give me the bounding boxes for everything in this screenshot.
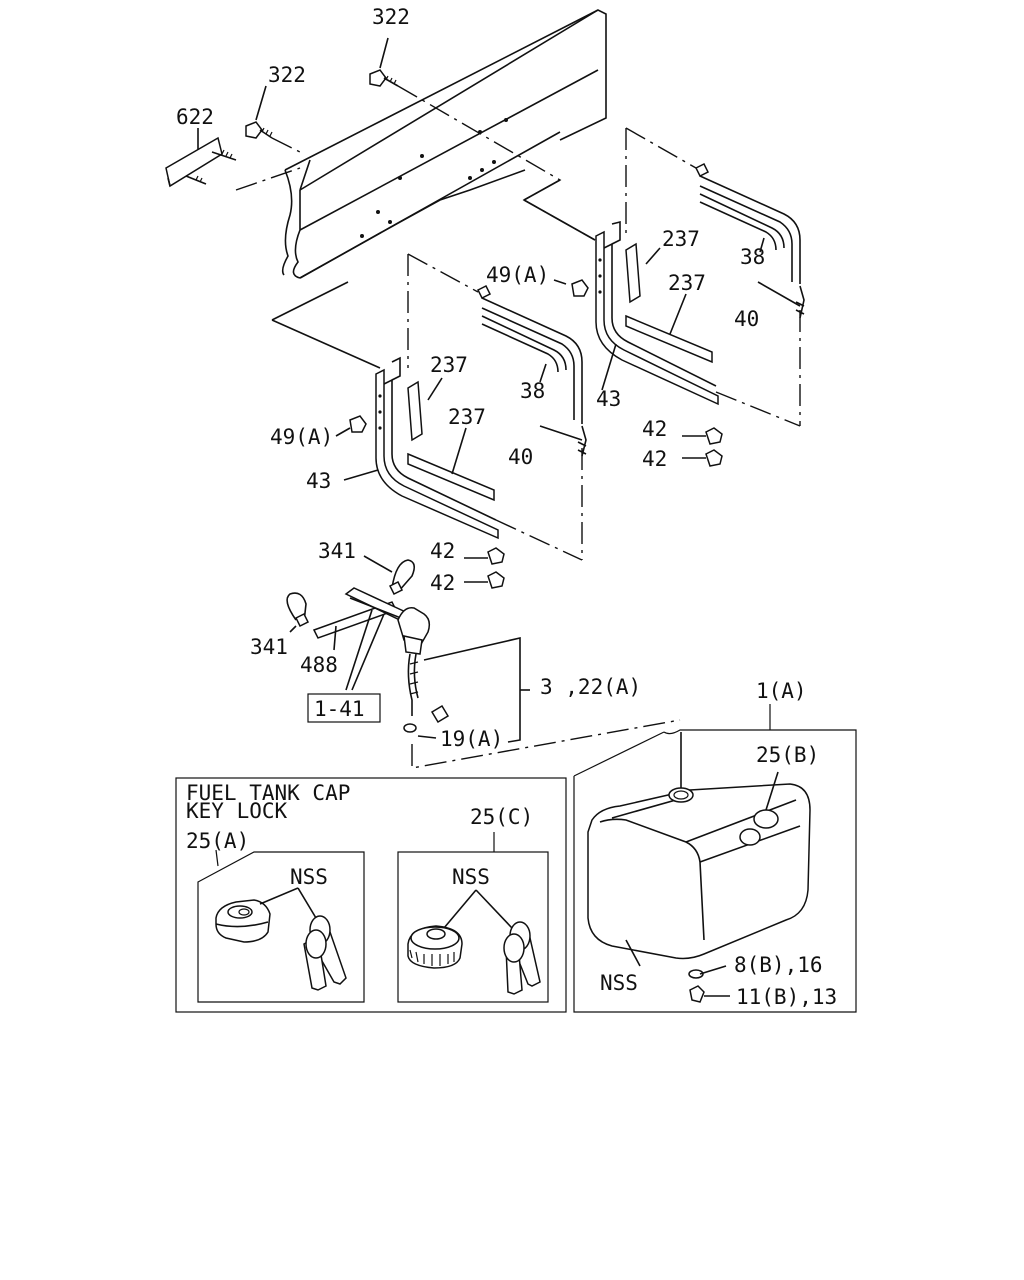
label-322-lower: 322 — [268, 63, 306, 87]
plate-622 — [165, 128, 237, 188]
bolt-322-lower — [245, 85, 273, 139]
label-341-upper: 341 — [318, 539, 356, 563]
inset-title-line2: KEY LOCK — [186, 799, 288, 823]
bolt-322-upper — [369, 37, 399, 87]
label-341-lower: 341 — [250, 635, 288, 659]
label-49a-right: 49(A) — [486, 263, 549, 287]
key-lock-inset — [175, 777, 567, 1013]
label-cap-25c: 25(C) — [470, 805, 533, 829]
label-gauge-unit: 3 ,22(A) — [540, 675, 641, 699]
label-42-right-1: 42 — [642, 417, 667, 441]
label-43-right: 43 — [596, 387, 621, 411]
label-38-right: 38 — [740, 245, 765, 269]
label-40-left: 40 — [508, 445, 533, 469]
label-622: 622 — [176, 105, 214, 129]
label-cap-a-nss: NSS — [290, 865, 328, 889]
label-tank-nss: NSS — [600, 971, 638, 995]
label-43-left: 43 — [306, 469, 331, 493]
leader-bolt-lower — [271, 137, 301, 153]
label-42-right-2: 42 — [642, 447, 667, 471]
label-cap-25a: 25(A) — [186, 829, 249, 853]
label-488: 488 — [300, 653, 338, 677]
inset-title-line1: FUEL TANK CAP — [186, 781, 350, 805]
label-gasket: 19(A) — [440, 727, 503, 751]
sender-unit-assembly — [286, 555, 681, 769]
label-49a-left: 49(A) — [270, 425, 333, 449]
leader-bolt-upper — [397, 85, 596, 241]
label-237-right-upper: 237 — [662, 227, 700, 251]
label-237-right-lower: 237 — [668, 271, 706, 295]
frame-rail — [281, 9, 607, 279]
label-42-left-1: 42 — [430, 539, 455, 563]
label-237-left-upper: 237 — [430, 353, 468, 377]
label-drain-plug: 11(B),13 — [736, 985, 837, 1009]
fuel-tank-box — [573, 704, 857, 1013]
label-ref-1-41: 1-41 — [314, 697, 365, 721]
label-38-left: 38 — [520, 379, 545, 403]
leader-plate — [235, 167, 301, 191]
label-42-left-2: 42 — [430, 571, 455, 595]
label-cap-25b: 25(B) — [756, 743, 819, 767]
label-washer: 8(B),16 — [734, 953, 823, 977]
label-237-left-lower: 237 — [448, 405, 486, 429]
label-322-upper: 322 — [372, 5, 410, 29]
left-bracket-assembly — [271, 253, 587, 589]
label-tank: 1(A) — [756, 679, 807, 703]
right-bracket-assembly — [523, 127, 805, 467]
label-40-right: 40 — [734, 307, 759, 331]
ref-box — [307, 693, 381, 723]
label-cap-c-nss: NSS — [452, 865, 490, 889]
